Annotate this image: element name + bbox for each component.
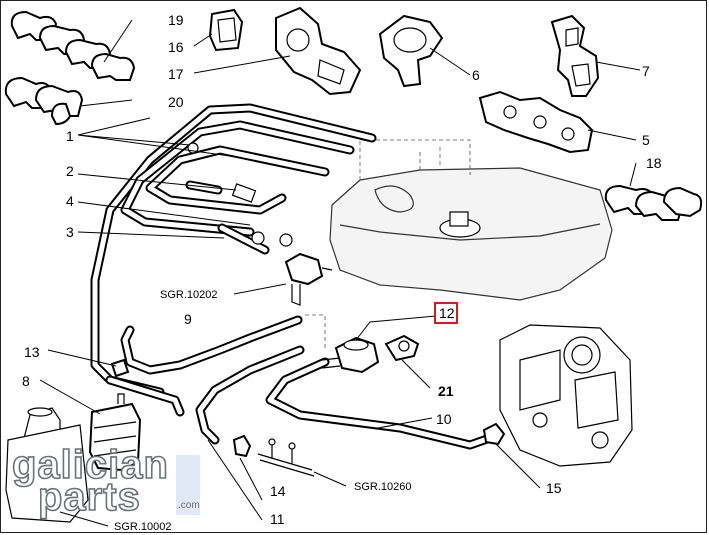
engine-block xyxy=(499,324,633,467)
reference-codes: SGR.10202 SGR.10260 SGR.10002 xyxy=(114,289,411,533)
reference-sgr-10260: SGR.10260 xyxy=(354,481,411,493)
clip-set-19 xyxy=(10,10,136,81)
callout-2: 2 xyxy=(66,163,74,179)
callout-8: 8 xyxy=(22,373,30,389)
hose-set-upper xyxy=(90,103,377,397)
leader-lines xyxy=(39,19,641,527)
callout-11: 11 xyxy=(270,511,285,527)
callout-3: 3 xyxy=(66,224,74,240)
manifold-tee xyxy=(257,438,315,477)
callout-labels: 19 16 17 20 1 2 4 3 9 13 8 6 7 5 18 21 1… xyxy=(22,12,662,527)
clip-set-18 xyxy=(604,184,703,221)
callout-16: 16 xyxy=(168,39,184,55)
clip-set-5 xyxy=(478,90,594,154)
engine-hose-fitting xyxy=(482,422,506,446)
callout-10: 10 xyxy=(436,411,452,427)
watermark-logo: galician parts .com xyxy=(11,442,200,520)
callout-12-highlight[interactable]: 12 xyxy=(434,302,458,324)
callout-15: 15 xyxy=(546,480,562,496)
clip-set-20 xyxy=(4,76,84,126)
fuel-tank xyxy=(329,139,613,301)
callout-21: 21 xyxy=(438,383,454,399)
vacuum-valve xyxy=(321,336,380,374)
reference-sgr-10202: SGR.10202 xyxy=(160,289,217,301)
callout-18: 18 xyxy=(646,155,662,171)
highlight-box xyxy=(434,302,458,324)
callout-4: 4 xyxy=(66,193,74,209)
clip-6 xyxy=(378,14,444,88)
callout-1: 1 xyxy=(66,128,74,144)
callout-9: 9 xyxy=(184,311,192,327)
callout-20: 20 xyxy=(168,94,184,110)
valve-clip xyxy=(384,334,420,362)
hose-fittings xyxy=(187,142,293,247)
watermark-suffix: .com xyxy=(178,500,200,511)
hose-connector xyxy=(232,434,252,458)
small-clip xyxy=(110,358,130,378)
callout-14: 14 xyxy=(270,483,286,499)
hose-set-lower xyxy=(105,314,495,450)
watermark-line1: galician xyxy=(12,443,169,487)
canister-bracket xyxy=(5,407,89,523)
callout-17: 17 xyxy=(168,66,184,82)
clip-16 xyxy=(208,8,244,52)
callout-6: 6 xyxy=(472,67,480,83)
callout-19: 19 xyxy=(168,12,184,28)
clip-17 xyxy=(275,6,362,96)
reference-sgr-10002: SGR.10002 xyxy=(114,521,171,533)
callout-5: 5 xyxy=(642,132,650,148)
callout-7: 7 xyxy=(642,63,650,79)
charcoal-canister xyxy=(88,393,142,472)
watermark-line2: parts xyxy=(38,475,141,519)
callout-12: 12 xyxy=(439,305,455,321)
callout-13: 13 xyxy=(24,344,40,360)
fuel-pump-valve xyxy=(284,252,333,306)
clip-7 xyxy=(550,14,600,97)
